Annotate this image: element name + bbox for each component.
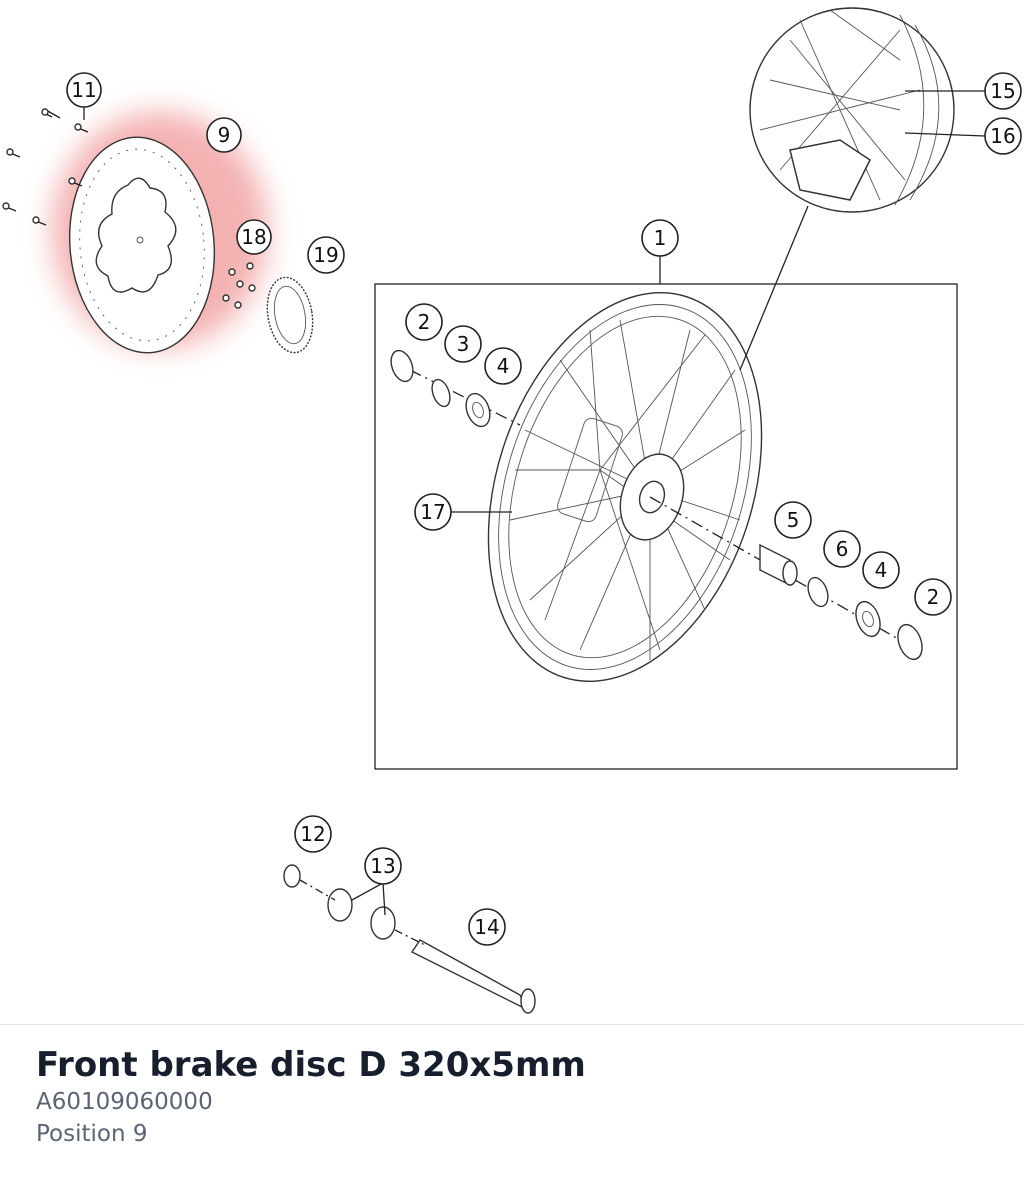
callout-5[interactable]: 5 <box>774 501 812 539</box>
svg-text:17: 17 <box>420 500 445 524</box>
axle-parts[interactable] <box>283 864 536 1014</box>
svg-text:4: 4 <box>497 354 510 378</box>
callout-16[interactable]: 16 <box>984 117 1022 155</box>
svg-text:19: 19 <box>313 243 338 267</box>
exploded-parts-diagram: 1 2 3 4 5 6 4 2 9 11 12 13 14 15 16 17 1… <box>2 7 1022 1014</box>
callout-12[interactable]: 12 <box>294 815 332 853</box>
callout-15[interactable]: 15 <box>984 72 1022 110</box>
svg-text:6: 6 <box>836 537 849 561</box>
spoke-detail-inset <box>739 7 955 371</box>
callout-11[interactable]: 11 <box>66 72 102 108</box>
svg-text:2: 2 <box>927 585 940 609</box>
callout-2-right[interactable]: 2 <box>914 578 952 616</box>
svg-text:16: 16 <box>990 124 1015 148</box>
callout-19[interactable]: 19 <box>307 236 345 274</box>
front-wheel-part[interactable] <box>441 257 808 717</box>
callout-6[interactable]: 6 <box>823 530 861 568</box>
callout-14[interactable]: 14 <box>468 908 506 946</box>
svg-text:2: 2 <box>418 310 431 334</box>
callout-2-left[interactable]: 2 <box>405 303 443 341</box>
svg-text:15: 15 <box>990 79 1015 103</box>
svg-text:4: 4 <box>875 558 888 582</box>
callout-18[interactable]: 18 <box>236 219 272 255</box>
abs-sensor-ring-part[interactable] <box>262 274 319 356</box>
small-screws-part[interactable] <box>222 262 256 309</box>
svg-text:14: 14 <box>474 915 499 939</box>
callout-4-right[interactable]: 4 <box>862 551 900 589</box>
left-bearing-set-part[interactable] <box>387 348 494 430</box>
brake-disc-part[interactable] <box>61 131 223 359</box>
svg-text:13: 13 <box>370 854 395 878</box>
part-number: A60109060000 <box>36 1089 213 1115</box>
right-bearing-set-part[interactable] <box>759 543 926 663</box>
callout-4-left[interactable]: 4 <box>484 347 522 385</box>
svg-text:3: 3 <box>457 332 470 356</box>
svg-text:1: 1 <box>654 226 667 250</box>
leader-lines <box>83 90 986 916</box>
svg-text:11: 11 <box>71 78 96 102</box>
part-info-panel: Front brake disc D 320x5mm A60109060000 … <box>0 1024 1024 1178</box>
svg-text:9: 9 <box>218 123 231 147</box>
callout-9[interactable]: 9 <box>206 117 242 153</box>
callout-1[interactable]: 1 <box>641 219 679 257</box>
callout-3[interactable]: 3 <box>444 325 482 363</box>
callout-17[interactable]: 17 <box>414 493 452 531</box>
part-position: Position 9 <box>36 1121 148 1147</box>
wheel-assembly-frame <box>374 283 958 770</box>
svg-text:18: 18 <box>241 225 266 249</box>
svg-text:5: 5 <box>787 508 800 532</box>
svg-text:12: 12 <box>300 822 325 846</box>
callout-13[interactable]: 13 <box>364 847 402 885</box>
part-title: Front brake disc D 320x5mm <box>36 1045 586 1085</box>
disc-bolts-part[interactable] <box>2 108 89 226</box>
